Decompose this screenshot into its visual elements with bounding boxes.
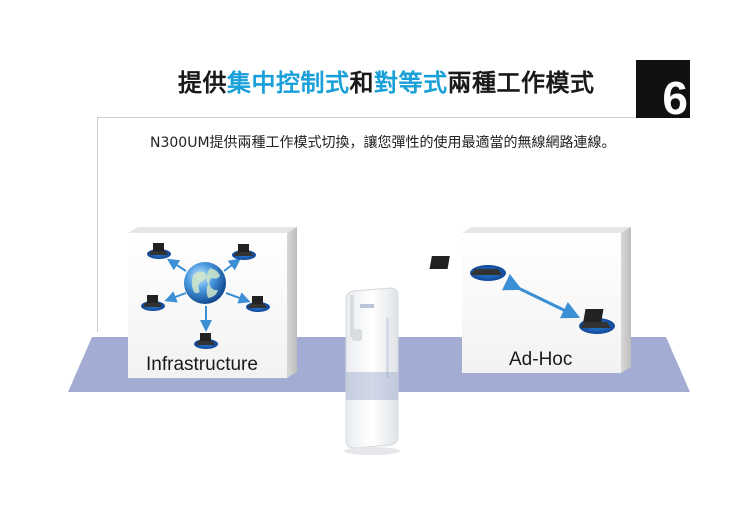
title-part-3: 和 (349, 68, 374, 97)
laptop-icon (232, 244, 256, 260)
laptop-icon (579, 309, 615, 334)
frame-line-vertical (97, 117, 98, 332)
connection-arrow (501, 273, 581, 319)
laptop-icon (194, 333, 218, 349)
globe-icon (184, 262, 226, 304)
laptop-icon (429, 256, 506, 281)
infrastructure-diagram (141, 243, 270, 349)
adhoc-label: Ad-Hoc (509, 349, 573, 370)
title-part-1: 提供 (178, 68, 227, 97)
title-part-5: 兩種工作模式 (447, 68, 595, 97)
frame-line-horizontal (97, 117, 657, 118)
section-number-badge: 6 (636, 60, 690, 118)
title-part-2: 集中控制式 (227, 68, 350, 97)
usb-adapter-image (344, 287, 400, 455)
laptop-icon (246, 296, 270, 312)
title-part-4: 對等式 (374, 68, 448, 97)
page-title: 提供 集中控制式 和 對等式 兩種工作模式 (178, 60, 595, 100)
infrastructure-label: Infrastructure (146, 354, 258, 375)
adhoc-diagram (429, 256, 615, 334)
laptop-icon (147, 243, 171, 259)
laptop-icon (141, 295, 165, 311)
feature-description: N300UM提供兩種工作模式切換，讓您彈性的使用最適當的無線網路連線。 (150, 135, 616, 151)
